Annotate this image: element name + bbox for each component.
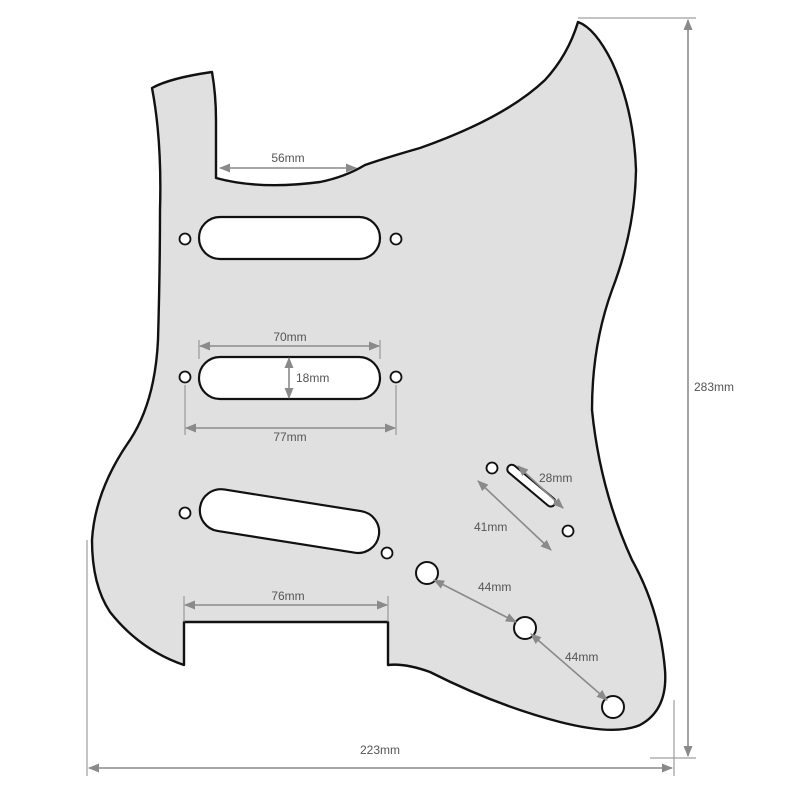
label-overall-height: 283mm: [694, 380, 734, 394]
bridge-screw-hole-right: [380, 546, 394, 560]
dim-line-switch-screws: [477, 480, 552, 551]
neck-screw-hole-right: [389, 232, 403, 246]
label-switch-screw-spacing: 41mm: [474, 520, 507, 534]
middle-screw-hole-right: [389, 370, 403, 384]
switch-screw-hole-top: [485, 461, 499, 475]
bridge-screw-hole-left: [178, 506, 192, 520]
tone-knob-hole-2: [601, 695, 625, 719]
label-overall-width: 223mm: [360, 743, 400, 757]
label-pickup-height: 18mm: [296, 371, 329, 385]
label-neck-pocket-width: 56mm: [271, 151, 304, 165]
label-knob-spacing-2: 44mm: [565, 650, 598, 664]
neck-screw-hole-left: [178, 232, 192, 246]
pickup-screw-holes: [178, 232, 403, 560]
switch-screw-hole-bottom: [561, 524, 575, 538]
label-switch-slot-length: 28mm: [539, 471, 572, 485]
label-knob-spacing-1: 44mm: [478, 580, 511, 594]
middle-screw-hole-left: [178, 370, 192, 384]
label-bridge-pocket-width: 76mm: [271, 589, 304, 603]
volume-knob-hole: [415, 561, 439, 585]
label-pickup-length: 70mm: [273, 330, 306, 344]
neck-pickup-slot: [197, 215, 382, 261]
bridge-pickup-slot: [198, 488, 381, 555]
dim-line-knob-spacing-1: [433, 579, 517, 623]
label-pickup-screw-spacing: 77mm: [273, 430, 306, 444]
dim-line-knob-spacing-2: [530, 633, 608, 701]
